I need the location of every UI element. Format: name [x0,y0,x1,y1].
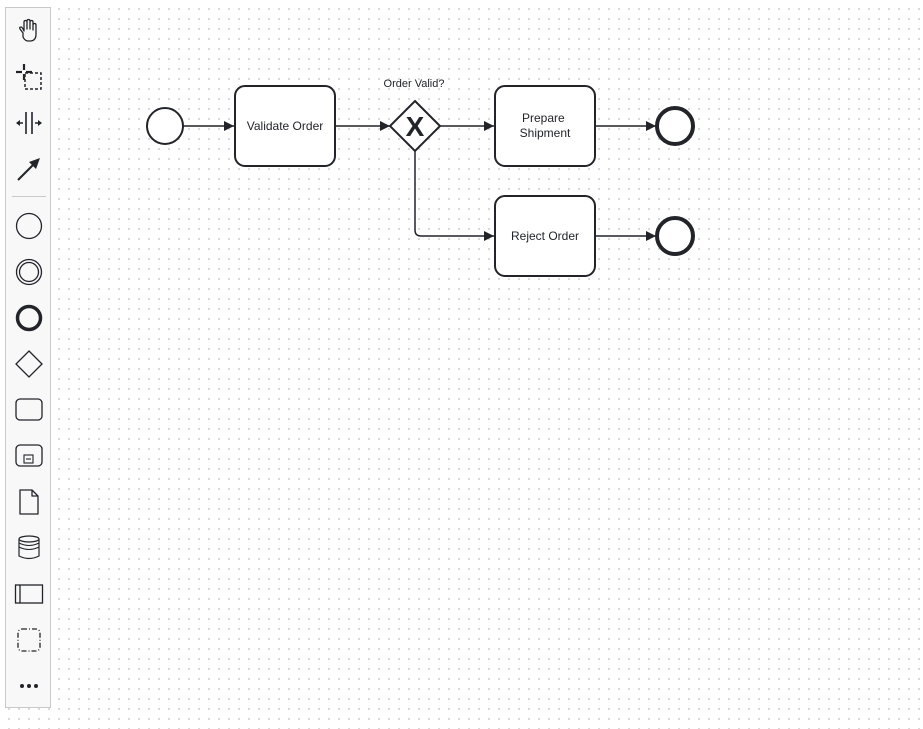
create-subprocess[interactable] [6,436,52,476]
data-object-icon [19,489,39,515]
task-validate-order[interactable]: Validate Order [234,85,336,167]
more-icon [20,684,38,688]
palette-separator [12,196,46,197]
end-event-rejected[interactable] [655,216,695,256]
create-data-store[interactable] [6,528,52,568]
gateway-icon [15,350,43,378]
end-event-icon [15,304,43,332]
hand-tool[interactable] [6,11,52,51]
task-label-prepare-shipment: Prepare Shipment [520,111,571,140]
space-tool[interactable] [6,103,52,143]
task-icon [15,398,43,421]
create-task[interactable] [6,390,52,430]
more-tools[interactable] [6,666,52,706]
create-group[interactable] [6,620,52,660]
end-event-shipment[interactable] [655,106,695,146]
task-prepare-shipment[interactable]: Prepare Shipment [494,85,596,167]
exclusive-gateway[interactable]: X [388,99,442,153]
create-intermediate-event[interactable] [6,252,52,292]
pool-icon [14,584,44,604]
tool-palette [5,7,51,708]
flow-gateway-to-reject[interactable] [414,151,494,241]
create-start-event[interactable] [6,206,52,246]
lasso-icon [16,64,42,90]
start-event-icon [15,212,43,240]
intermediate-event-icon [15,258,43,286]
gateway-x-marker: X [406,111,425,142]
data-store-icon [18,535,40,560]
connect-arrow-icon [17,158,40,181]
create-pool[interactable] [6,574,52,614]
group-icon [17,628,41,652]
task-label-validate-order: Validate Order [247,119,323,133]
global-connect-tool[interactable] [6,149,52,189]
lasso-tool[interactable] [6,57,52,97]
create-gateway[interactable] [6,344,52,384]
task-label-reject-order: Reject Order [511,229,579,243]
space-icon [16,112,42,134]
gateway-label: Order Valid? [384,78,445,90]
task-reject-order[interactable]: Reject Order [494,195,596,277]
subprocess-icon [15,444,43,467]
hand-icon [19,18,37,42]
sequence-flows [183,121,656,241]
start-event[interactable] [146,107,184,145]
create-data-object[interactable] [6,482,52,522]
create-end-event[interactable] [6,298,52,338]
